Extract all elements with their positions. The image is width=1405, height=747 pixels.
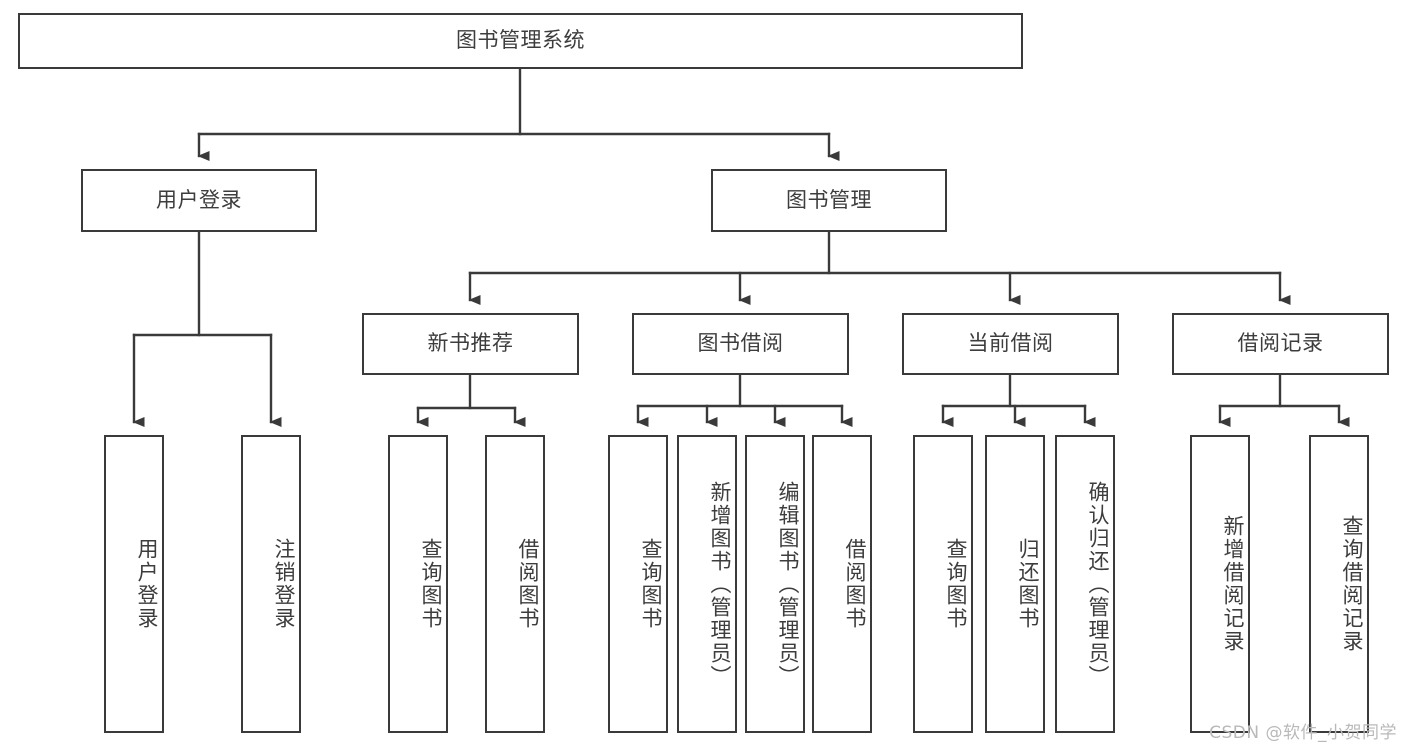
node-leaf-query-record[interactable]: 查询借阅记录 bbox=[1309, 435, 1369, 733]
node-leaf-borrow-book-rec[interactable]: 借阅图书 bbox=[485, 435, 545, 733]
node-book-management[interactable]: 图书管理 bbox=[711, 169, 947, 232]
node-leaf-user-login-label: 用户登录 bbox=[135, 538, 159, 630]
node-leaf-query-book-borrow[interactable]: 查询图书 bbox=[608, 435, 668, 733]
node-user-login[interactable]: 用户登录 bbox=[81, 169, 317, 232]
node-book-management-label: 图书管理 bbox=[786, 187, 872, 212]
node-borrow-record-label: 借阅记录 bbox=[1237, 331, 1324, 356]
node-leaf-add-book-admin-label: 新增图书（管理员） bbox=[708, 480, 732, 688]
node-user-login-label: 用户登录 bbox=[156, 187, 242, 212]
node-leaf-add-record-label: 新增借阅记录 bbox=[1221, 515, 1245, 653]
node-leaf-borrow-book-rec-label: 借阅图书 bbox=[516, 538, 540, 630]
node-leaf-user-login[interactable]: 用户登录 bbox=[104, 435, 164, 733]
node-leaf-return-book-label: 归还图书 bbox=[1016, 538, 1040, 630]
node-leaf-query-book-rec[interactable]: 查询图书 bbox=[388, 435, 448, 733]
node-leaf-logout[interactable]: 注销登录 bbox=[241, 435, 301, 733]
node-leaf-edit-book-admin-label: 编辑图书（管理员） bbox=[776, 480, 800, 688]
node-leaf-confirm-return-admin-label: 确认归还（管理员） bbox=[1086, 480, 1110, 688]
node-leaf-query-book-borrow-label: 查询图书 bbox=[639, 538, 663, 630]
node-leaf-borrow-book-label: 借阅图书 bbox=[843, 538, 867, 630]
node-root-label: 图书管理系统 bbox=[456, 28, 585, 53]
node-leaf-query-record-label: 查询借阅记录 bbox=[1340, 515, 1364, 653]
node-leaf-query-book-cur[interactable]: 查询图书 bbox=[913, 435, 973, 733]
watermark: CSDN @软件_小贺同学 bbox=[1209, 723, 1397, 743]
node-leaf-edit-book-admin[interactable]: 编辑图书（管理员） bbox=[745, 435, 805, 733]
node-new-book-recommend-label: 新书推荐 bbox=[427, 331, 514, 356]
node-current-borrow-label: 当前借阅 bbox=[967, 331, 1054, 356]
node-leaf-query-book-cur-label: 查询图书 bbox=[944, 538, 968, 630]
node-leaf-add-book-admin[interactable]: 新增图书（管理员） bbox=[677, 435, 737, 733]
node-book-borrow-label: 图书借阅 bbox=[697, 331, 784, 356]
node-leaf-query-book-rec-label: 查询图书 bbox=[419, 538, 443, 630]
node-leaf-return-book[interactable]: 归还图书 bbox=[985, 435, 1045, 733]
node-leaf-add-record[interactable]: 新增借阅记录 bbox=[1190, 435, 1250, 733]
node-leaf-borrow-book[interactable]: 借阅图书 bbox=[812, 435, 872, 733]
node-root[interactable]: 图书管理系统 bbox=[18, 13, 1023, 69]
node-current-borrow[interactable]: 当前借阅 bbox=[902, 313, 1119, 375]
node-leaf-logout-label: 注销登录 bbox=[272, 538, 296, 630]
node-book-borrow[interactable]: 图书借阅 bbox=[632, 313, 849, 375]
node-leaf-confirm-return-admin[interactable]: 确认归还（管理员） bbox=[1055, 435, 1115, 733]
node-borrow-record[interactable]: 借阅记录 bbox=[1172, 313, 1389, 375]
node-new-book-recommend[interactable]: 新书推荐 bbox=[362, 313, 579, 375]
